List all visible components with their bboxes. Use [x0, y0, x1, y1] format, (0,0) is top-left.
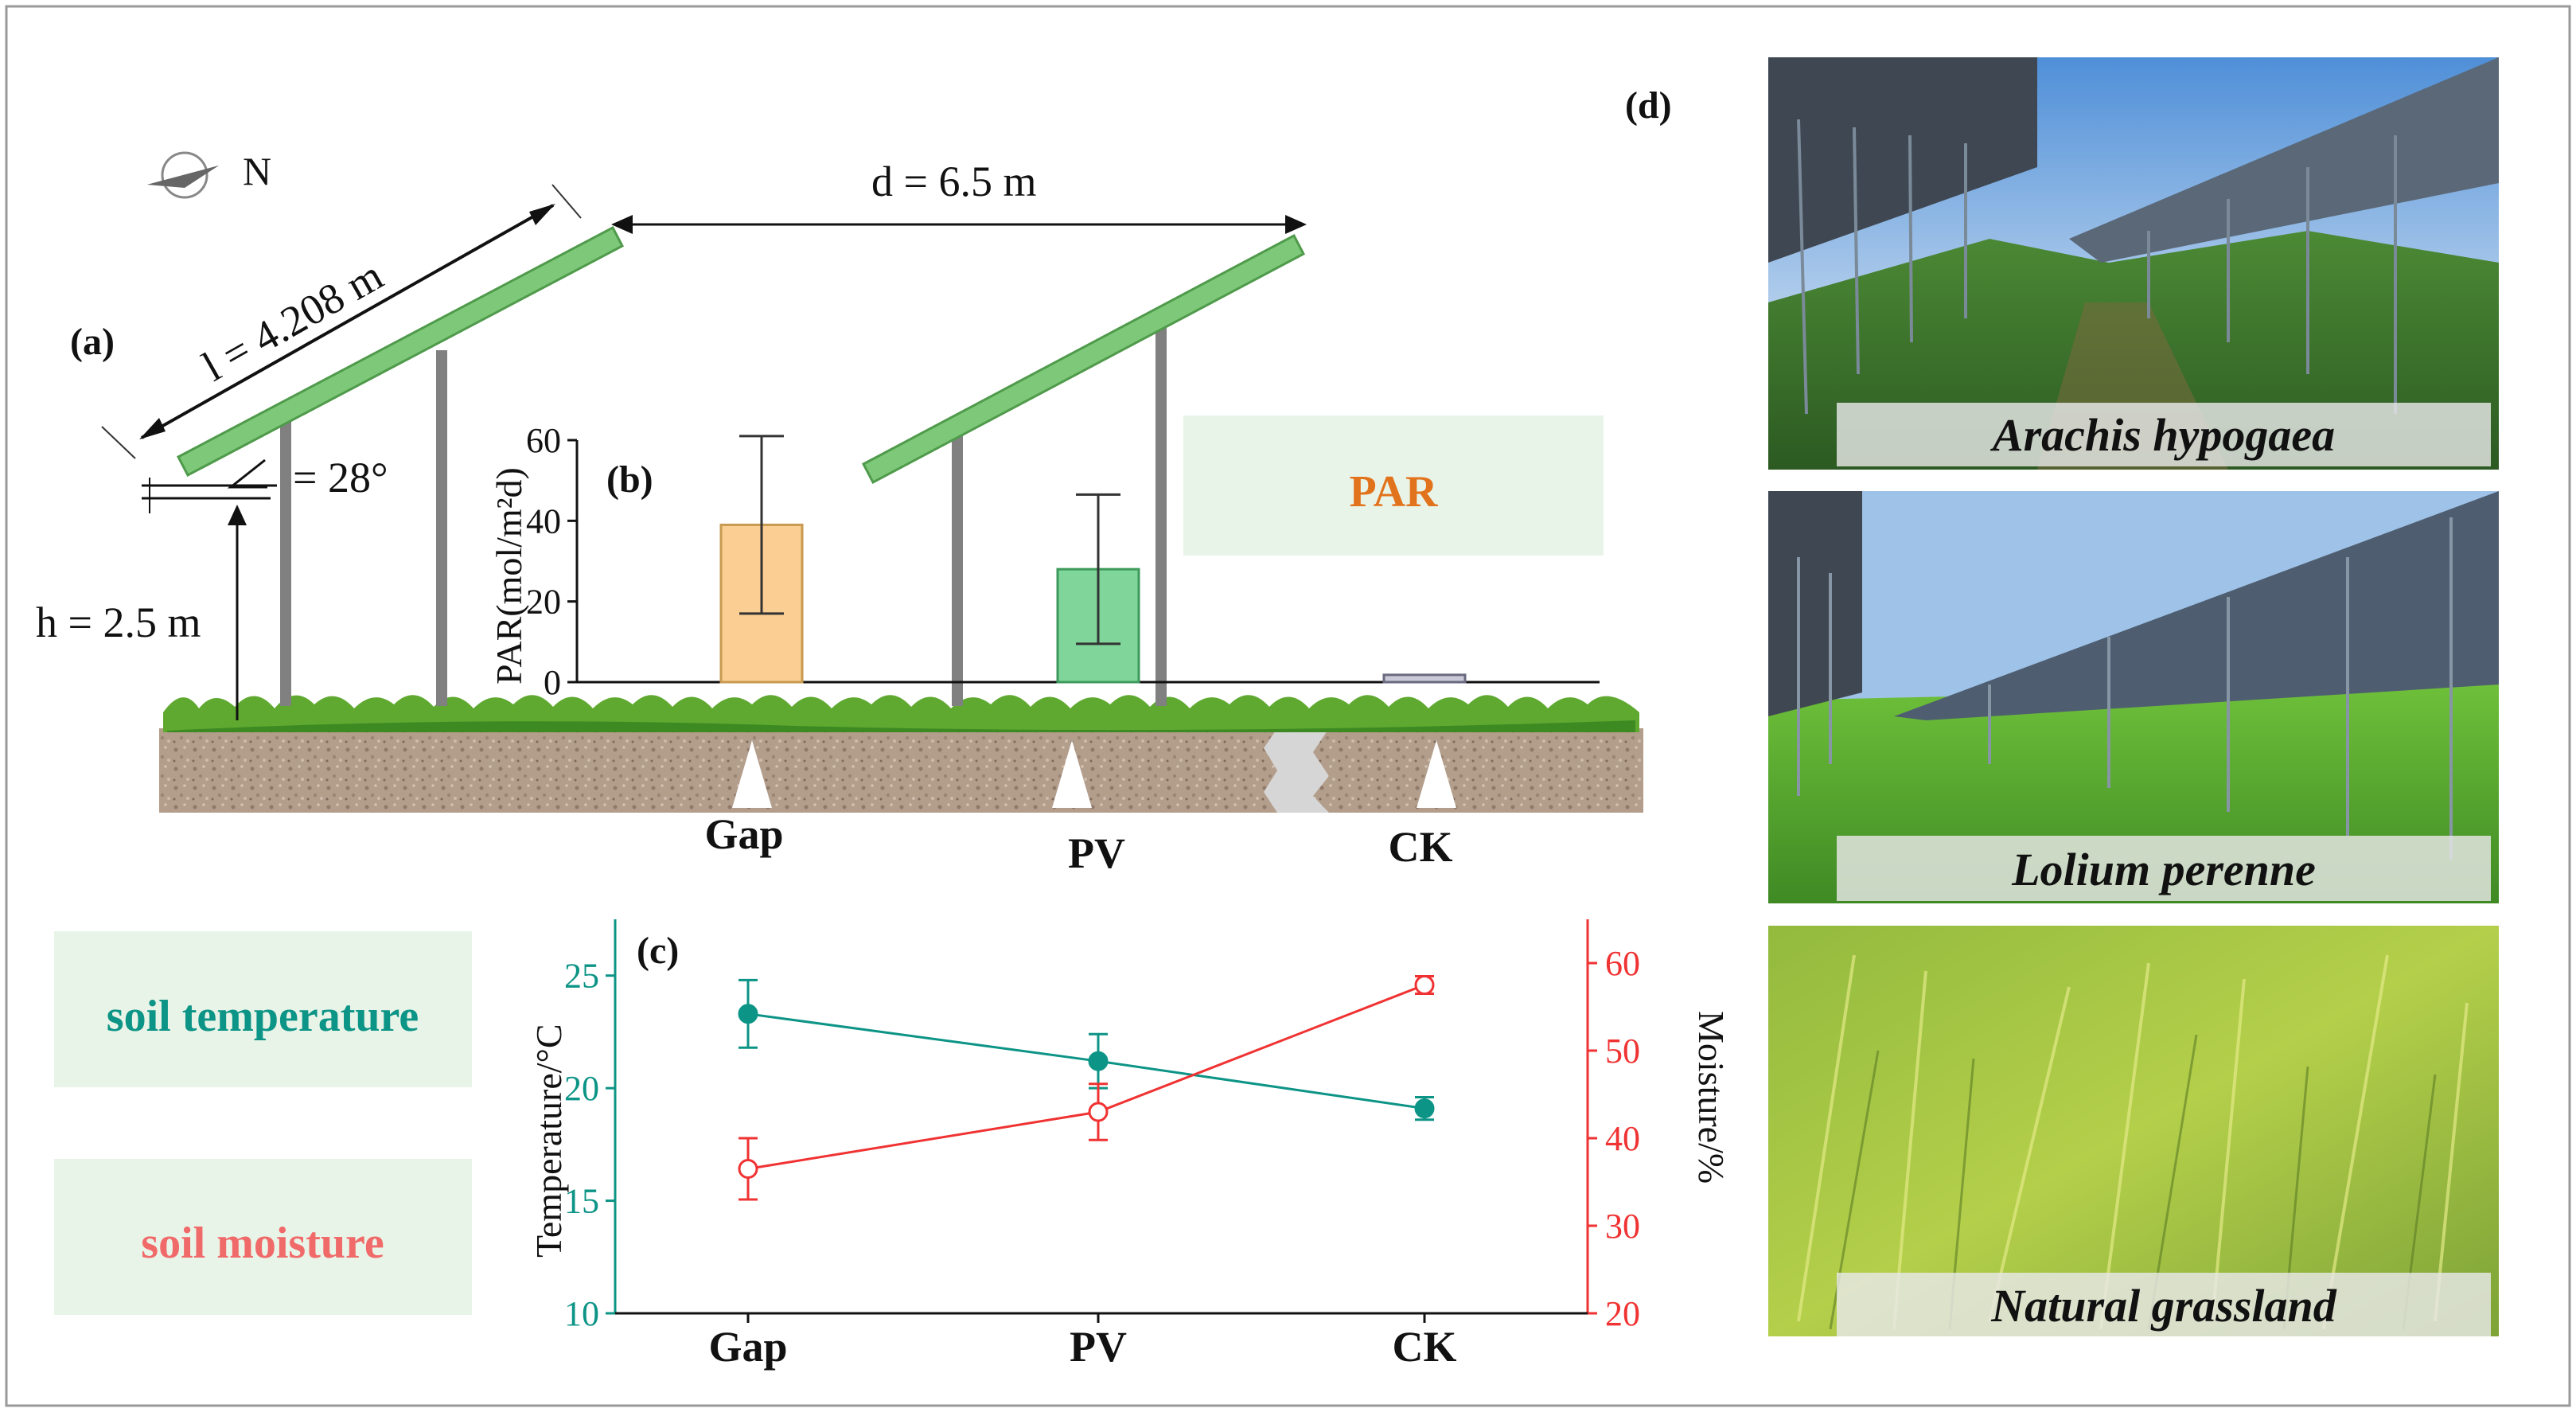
soil-moisture-box — [54, 1159, 472, 1315]
position-label-pv: PV — [1068, 829, 1125, 877]
figure-border — [5, 5, 2571, 1407]
chart-b-ytick-label: 40 — [526, 501, 561, 540]
chart-c-left-tick-label: 10 — [564, 1294, 599, 1333]
compass-north-label: N — [243, 149, 271, 193]
chart-c-line-temperature — [747, 1012, 1425, 1110]
grass-highlight — [167, 720, 1635, 732]
pole-1 — [280, 415, 291, 706]
pole-2 — [436, 350, 447, 706]
panel-label-c: (c) — [637, 930, 679, 972]
pole-3 — [952, 431, 963, 706]
panel-c-temp-moisture-chart: (c) Temperature/°C Moisture/% 10 15 20 25 20… — [528, 919, 1732, 1371]
height-label: h = 2.5 m — [36, 599, 201, 646]
chart-b-marks — [719, 435, 1467, 684]
photo-caption-2: Lolium perenne — [2011, 844, 2316, 895]
chart-c-ylabel-left: Temperature/°C — [528, 1024, 569, 1258]
angle-label: = 28° — [293, 454, 388, 501]
soil-temperature-label: soil temperature — [107, 992, 419, 1041]
chart-b-ytick-label: 20 — [526, 583, 561, 622]
panel-label-a: (a) — [70, 321, 115, 363]
chart-c-right-tick-label: 60 — [1605, 944, 1640, 983]
chart-c-point-temperature — [1088, 1051, 1109, 1071]
chart-c-marks — [738, 975, 1435, 1201]
panel-label-b: (b) — [606, 458, 653, 501]
chart-c-x-tick-label: PV — [1070, 1323, 1127, 1371]
par-label-box — [1183, 415, 1604, 556]
chart-c-point-moisture — [1088, 1102, 1109, 1122]
chart-c-x-tick-label: Gap — [708, 1323, 787, 1371]
chart-b-ylabel: PAR(mol/m²d) — [489, 467, 529, 685]
chart-c-ylabel-right: Moisture/% — [1691, 1011, 1732, 1184]
chart-c-point-moisture — [1414, 975, 1435, 995]
triangle-gap — [732, 740, 772, 808]
triangle-pv — [1052, 740, 1092, 808]
panel-label-d: (d) — [1625, 84, 1672, 127]
compass-arrow-icon — [147, 151, 219, 199]
soil-layer — [159, 728, 1643, 813]
triangle-ck — [1417, 740, 1456, 808]
chart-c-left-tick-label: 20 — [564, 1069, 599, 1108]
photo-natural-grassland: Natural grassland — [1768, 926, 2499, 1336]
chart-c-x-tick-label: CK — [1393, 1323, 1457, 1371]
chart-b-bar-ck — [1382, 673, 1467, 684]
chart-c-right-tick-label: 30 — [1605, 1207, 1640, 1246]
chart-c-right-tick-label: 50 — [1605, 1032, 1640, 1071]
position-label-ck: CK — [1389, 823, 1453, 871]
chart-b-ytick-label: 0 — [544, 663, 561, 702]
position-label-gap: Gap — [704, 810, 783, 858]
soil-break — [1264, 728, 1329, 813]
pv-panel-2 — [861, 233, 1306, 485]
soil-moisture-label: soil moisture — [141, 1219, 384, 1268]
photo-caption-1: Arachis hypogaea — [1990, 409, 2335, 461]
photo-lolium-perenne: Lolium perenne — [1768, 491, 2499, 903]
chart-c-right-tick-label: 20 — [1605, 1294, 1640, 1333]
photo-arachis-hypogaea: Arachis hypogaea — [1768, 57, 2499, 470]
angle-icon — [227, 458, 267, 489]
chart-c-point-moisture — [738, 1159, 758, 1179]
photo-caption-3: Natural grassland — [1990, 1280, 2337, 1332]
soil-temperature-box — [54, 931, 472, 1087]
chart-c-point-temperature — [738, 1004, 758, 1024]
chart-c-left-tick-label: 25 — [564, 957, 599, 996]
pole-4 — [1155, 328, 1167, 706]
panel-b-par-chart: (b) PAR(mol/m²d) 0 20 40 60 — [489, 421, 1600, 702]
chart-b-ytick-label: 60 — [526, 421, 561, 460]
par-label: PAR — [1350, 467, 1438, 517]
chart-c-right-tick-label: 40 — [1605, 1119, 1640, 1158]
chart-c-point-temperature — [1414, 1098, 1435, 1119]
chart-c-left-tick-label: 15 — [564, 1182, 599, 1221]
chart-c-line-moisture — [747, 984, 1425, 1170]
length-arrow — [141, 204, 554, 439]
spacing-label: d = 6.5 m — [871, 158, 1036, 205]
pv-panel-1 — [176, 225, 625, 478]
